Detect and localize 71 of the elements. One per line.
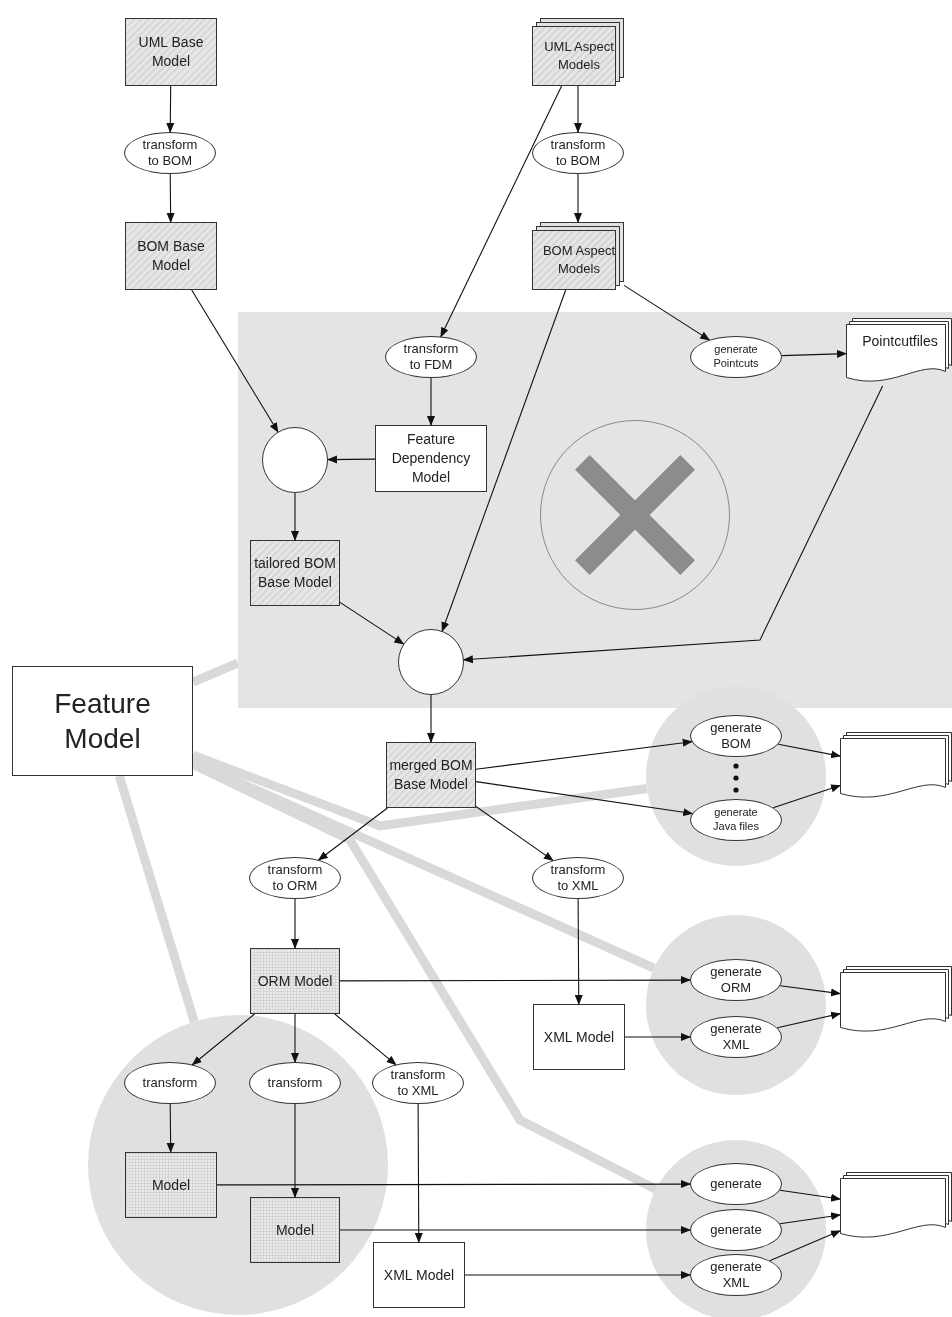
process-ellipse: generate	[690, 1209, 782, 1251]
arrow	[574, 173, 582, 223]
process-ellipse: generate Java files	[690, 799, 782, 841]
model-box: BOM Base Model	[125, 222, 217, 290]
model-box: Model	[250, 1197, 340, 1263]
arrow	[475, 805, 554, 861]
arrow	[339, 1226, 691, 1234]
process-ellipse: generate Pointcuts	[690, 336, 782, 378]
process-ellipse: generate ORM	[690, 959, 782, 1001]
arrow	[339, 601, 405, 645]
arrow	[574, 85, 582, 133]
process-ellipse: generate BOM	[690, 715, 782, 757]
arrow	[462, 385, 884, 664]
model-box: XML Model	[373, 1242, 465, 1308]
arrow	[166, 85, 175, 133]
model-box: Feature Dependency Model	[375, 425, 487, 492]
arrow	[291, 492, 299, 541]
arrow	[191, 289, 279, 433]
model-box: XML Model	[533, 1004, 625, 1070]
feature-model-box: Feature Model	[12, 666, 193, 776]
process-ellipse: transform to FDM	[385, 336, 477, 378]
process-ellipse: transform	[124, 1062, 216, 1104]
arrow	[427, 377, 435, 426]
arrow	[216, 1180, 691, 1189]
arrow	[779, 985, 841, 997]
arrow	[624, 1033, 691, 1041]
model-box: UML Base Model	[125, 18, 217, 86]
arrow	[334, 1013, 397, 1066]
connector-line	[115, 774, 199, 1023]
group-band	[238, 312, 952, 708]
arrow	[414, 1103, 423, 1243]
connector-line	[191, 658, 240, 687]
model-box: ORM Model	[250, 948, 340, 1014]
arrow	[777, 743, 841, 759]
arrow	[464, 1271, 691, 1279]
process-ellipse: transform to BOM	[532, 132, 624, 174]
arrow	[779, 1212, 841, 1225]
arrow	[475, 781, 694, 817]
arrow	[291, 1013, 299, 1063]
arrow	[291, 1103, 299, 1198]
arrow	[191, 1013, 256, 1066]
process-ellipse: generate XML	[690, 1016, 782, 1058]
connector-line	[191, 751, 648, 831]
arrow	[769, 1230, 841, 1262]
arrow	[339, 976, 691, 985]
arrow	[772, 784, 841, 809]
arrow	[441, 289, 567, 632]
arrow	[623, 284, 711, 341]
arrow	[776, 1011, 841, 1029]
arrow	[779, 1189, 841, 1202]
arrow	[166, 173, 175, 223]
connector-line	[191, 757, 656, 973]
arrow	[475, 738, 693, 770]
arrow	[166, 1103, 175, 1153]
process-ellipse: transform to BOM	[124, 132, 216, 174]
arrow	[440, 85, 563, 338]
arrow	[574, 898, 583, 1005]
arrow	[291, 898, 299, 949]
model-box: tailored BOM Base Model	[250, 540, 340, 606]
process-ellipse: transform to XML	[372, 1062, 464, 1104]
arrow	[781, 349, 847, 358]
arrow	[327, 455, 376, 464]
process-ellipse: generate	[690, 1163, 782, 1205]
process-ellipse: generate XML	[690, 1254, 782, 1296]
process-ellipse: transform to XML	[532, 857, 624, 899]
process-ellipse: transform	[249, 1062, 341, 1104]
arrow	[427, 694, 435, 743]
process-ellipse: transform to ORM	[249, 857, 341, 899]
arrow	[317, 807, 388, 861]
model-box: merged BOM Base Model	[386, 742, 476, 808]
model-box: Model	[125, 1152, 217, 1218]
